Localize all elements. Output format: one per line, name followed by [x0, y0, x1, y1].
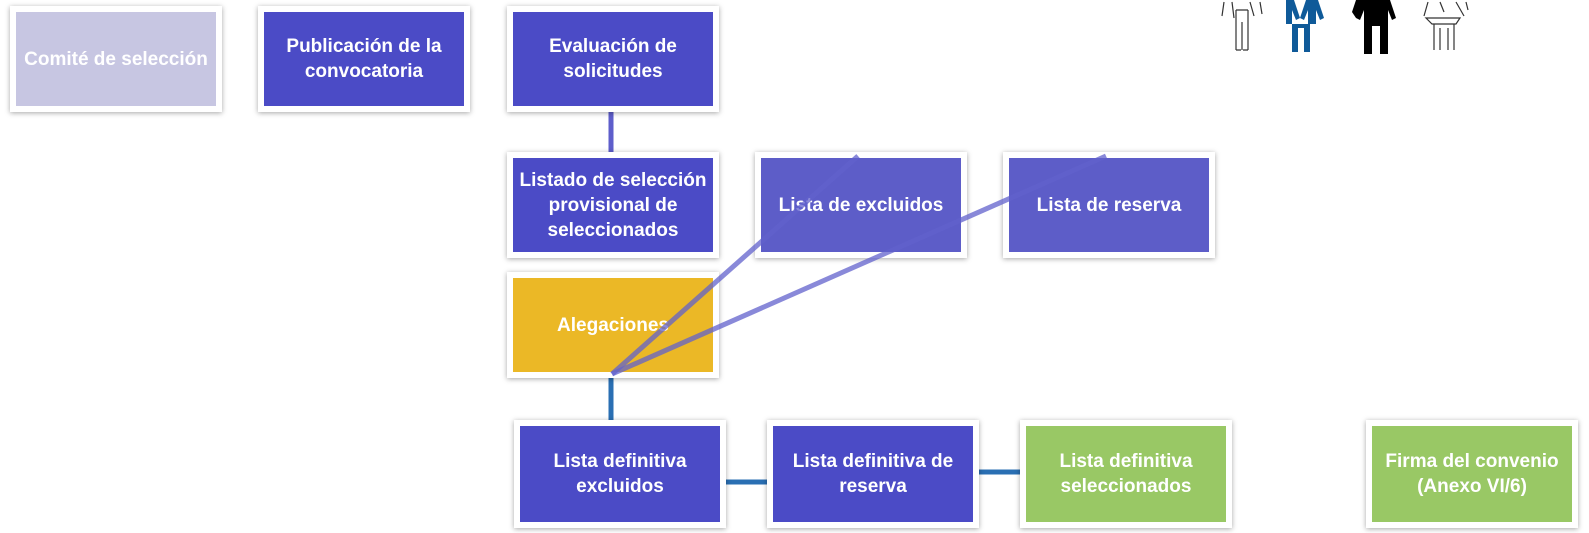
- connector-alegaciones-lista-excluidos: [610, 154, 860, 376]
- node-label: Lista definitiva de reserva: [792, 451, 954, 497]
- node-lista-reserva[interactable]: Lista de reserva: [1003, 152, 1215, 258]
- node-label: Alegaciones: [557, 314, 669, 336]
- node-label: Comité de selección: [24, 48, 208, 70]
- node-lista-definitiva-seleccionados[interactable]: Lista definitiva seleccionados: [1020, 420, 1232, 528]
- node-listado-provisional[interactable]: Listado de selección provisional de sele…: [507, 152, 719, 258]
- node-label: Lista definitiva excluidos: [553, 451, 687, 497]
- node-lista-definitiva-reserva[interactable]: Lista definitiva de reserva: [767, 420, 979, 528]
- node-evaluacion-solicitudes[interactable]: Evaluación de solicitudes: [507, 6, 719, 112]
- node-label: Lista definitiva seleccionados: [1059, 451, 1193, 497]
- person-outline-icon: [1221, 1, 1263, 51]
- person-outline-icon: [1423, 1, 1469, 50]
- node-label: Lista de excluidos: [778, 194, 944, 216]
- node-comite-seleccion[interactable]: Comité de selección: [10, 6, 222, 112]
- node-label: Evaluación de solicitudes: [549, 36, 677, 82]
- node-lista-excluidos[interactable]: Lista de excluidos: [755, 152, 967, 258]
- connector-alegaciones-lista-reserva: [610, 153, 1108, 377]
- person-black-icon: [1352, 0, 1396, 54]
- node-label: Lista de reserva: [1036, 194, 1182, 216]
- person-blue-icon: [1286, 0, 1324, 52]
- node-publicacion-convocatoria[interactable]: Publicación de la convocatoria: [258, 6, 470, 112]
- node-firma-convenio[interactable]: Firma del convenio (Anexo VI/6): [1366, 420, 1578, 528]
- node-label: Listado de selección provisional de sele…: [519, 169, 707, 241]
- node-lista-definitiva-excluidos[interactable]: Lista definitiva excluidos: [514, 420, 726, 528]
- people-illustration: [1221, 0, 1469, 54]
- node-label: Firma del convenio (Anexo VI/6): [1385, 451, 1559, 497]
- node-label: Publicación de la convocatoria: [286, 36, 442, 82]
